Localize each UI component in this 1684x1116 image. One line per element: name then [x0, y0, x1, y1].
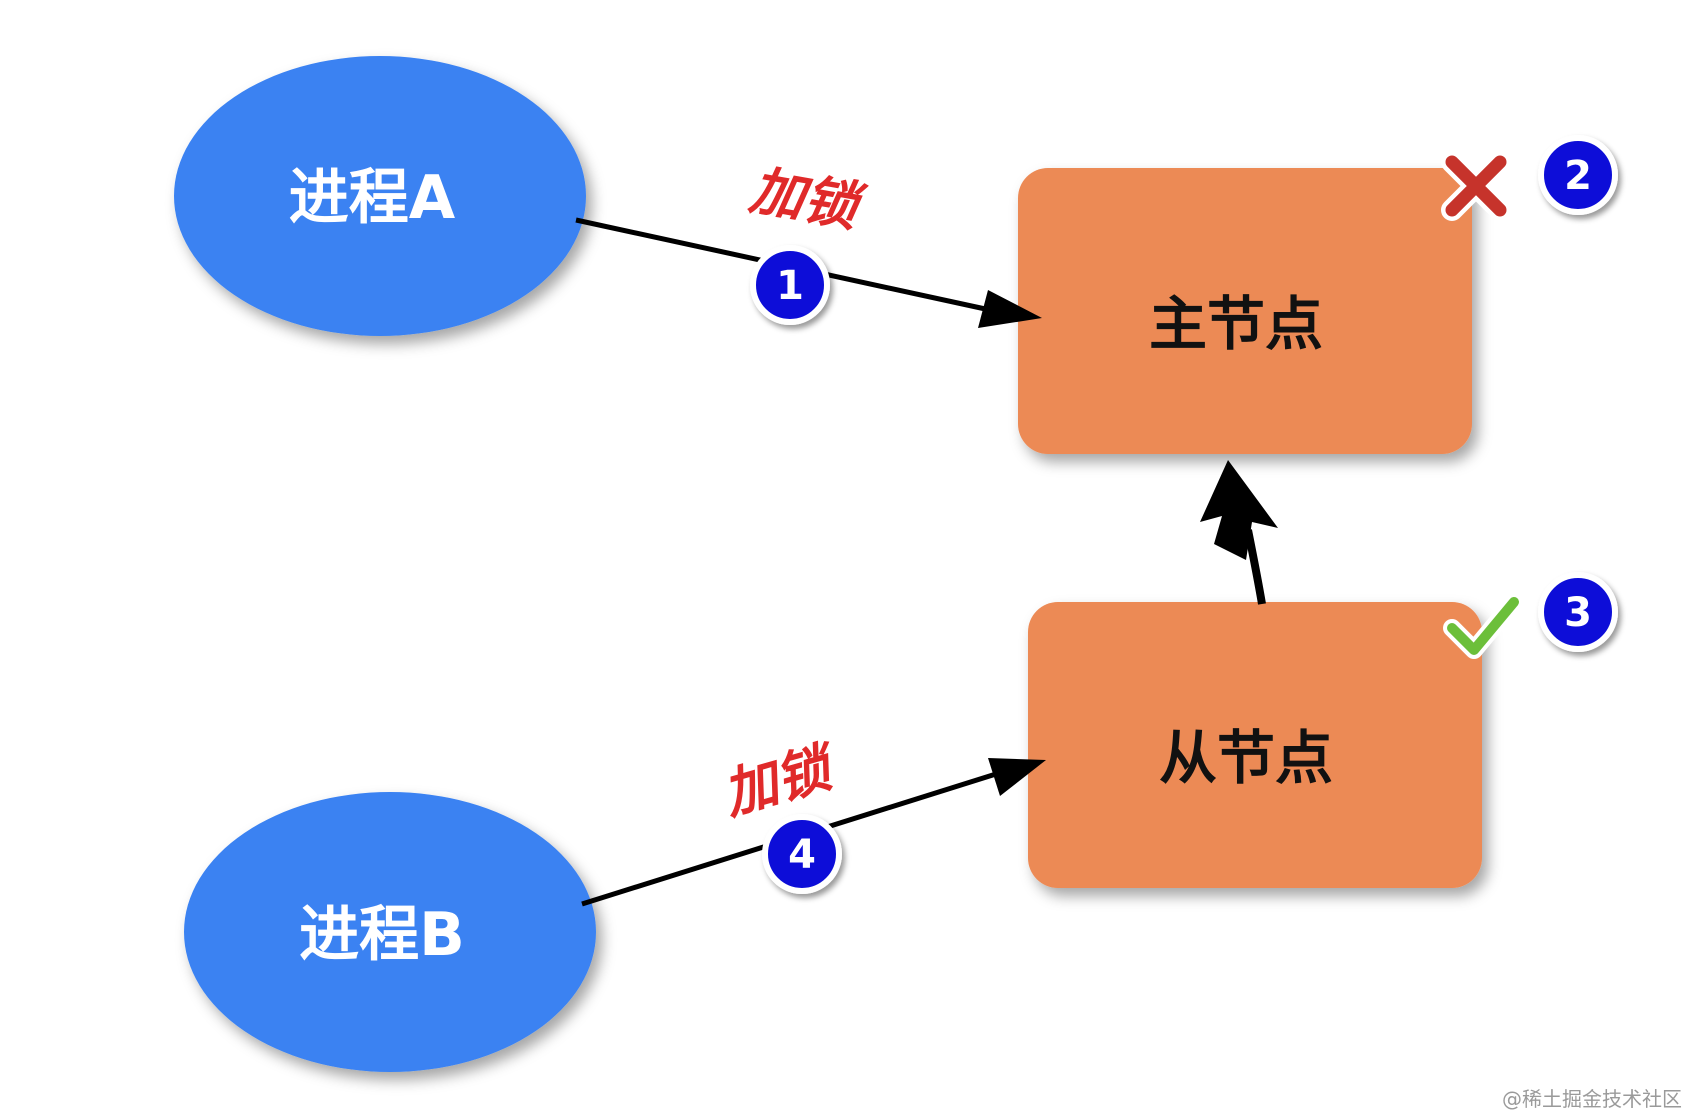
- lock-label-b: 加锁: [715, 734, 845, 827]
- process-a-label: 进程A: [289, 163, 456, 233]
- step-badge-3-number: 3: [1564, 590, 1592, 636]
- slave-node: 从节点: [1028, 602, 1482, 888]
- step-badge-4: 4: [762, 814, 842, 894]
- arrow-slave-to-master-sync: [1200, 460, 1278, 605]
- process-b-label: 进程B: [299, 900, 465, 970]
- step-badge-1: 1: [750, 245, 830, 325]
- success-check-icon: [1443, 593, 1523, 659]
- watermark-text: @稀土掘金技术社区: [1502, 1087, 1682, 1111]
- step-badge-3: 3: [1538, 572, 1618, 652]
- step-badge-4-number: 4: [788, 832, 816, 878]
- slave-node-label: 从节点: [1159, 724, 1333, 792]
- step-badge-2: 2: [1538, 135, 1618, 215]
- master-node-label: 主节点: [1149, 290, 1323, 358]
- master-node: 主节点: [1018, 168, 1472, 454]
- process-a-node: 进程A: [174, 56, 586, 336]
- failed-x-icon: [1441, 151, 1511, 221]
- process-b-node: 进程B: [184, 792, 596, 1072]
- step-badge-1-number: 1: [776, 263, 804, 309]
- step-badge-2-number: 2: [1564, 153, 1592, 199]
- lock-label-a: 加锁: [744, 158, 870, 240]
